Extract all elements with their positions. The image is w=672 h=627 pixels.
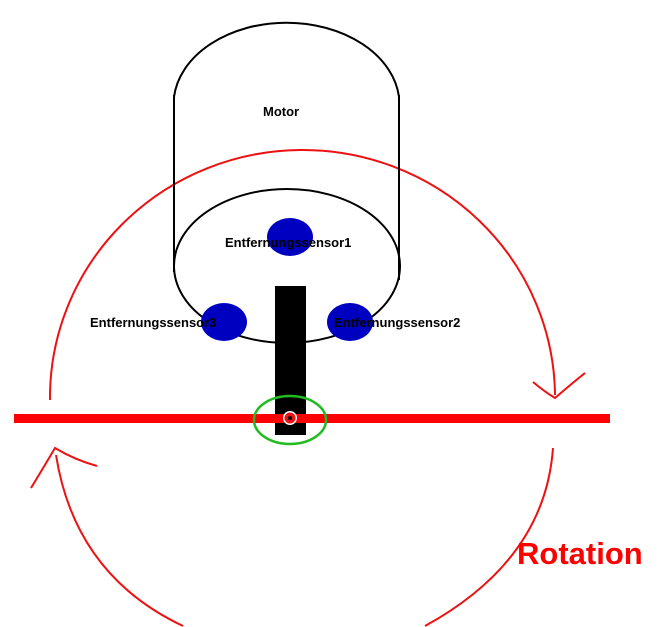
- motor-label: Motor: [263, 104, 299, 119]
- right-arrowhead: [532, 372, 586, 400]
- shaft-arm: [275, 286, 306, 435]
- motor-top-arc: [173, 21, 400, 98]
- left-arrowhead: [30, 446, 98, 489]
- lower-right-rotation-arc: [424, 447, 554, 627]
- rotation-arrows: [30, 149, 586, 627]
- sensor2-dot: [327, 303, 373, 341]
- sensor1-label: Entfernungssensor1: [225, 235, 351, 250]
- upper-rotation-arc: [48, 149, 556, 401]
- rotation-label: Rotation: [517, 536, 643, 571]
- sensor3-dot: [201, 303, 247, 341]
- sensor3-label: Entfernungssensor3: [90, 315, 216, 330]
- sensor2-label: Entfernungssensor2: [334, 315, 460, 330]
- pivot-ring: [252, 394, 328, 446]
- lower-left-rotation-arc: [55, 454, 184, 627]
- pivot-center: [288, 416, 292, 420]
- sensor1-dot: [267, 218, 313, 256]
- rotation-axis-line: [14, 414, 610, 423]
